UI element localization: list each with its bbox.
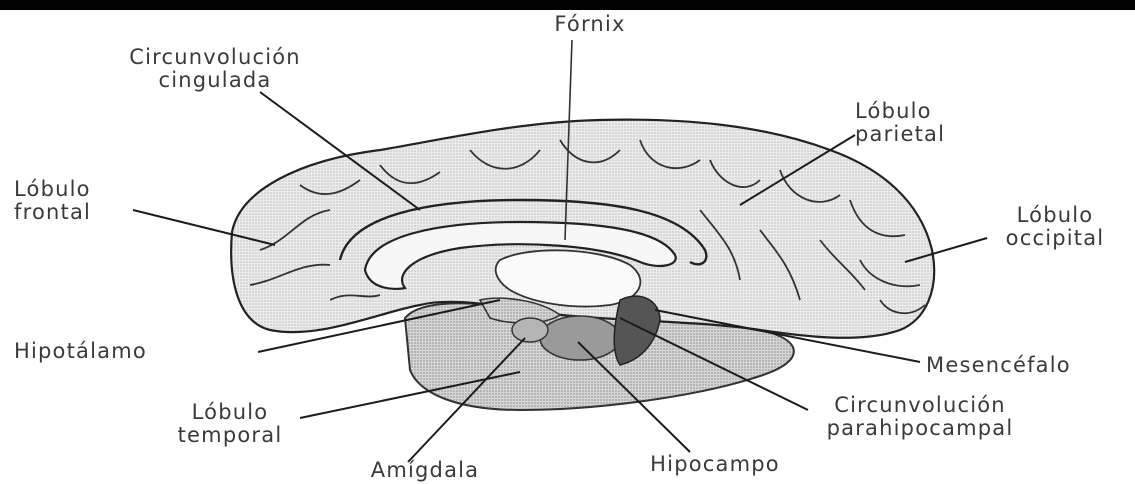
label-midbrain: Mesencéfalo xyxy=(926,354,1071,377)
label-parahippocampal-line1: Circunvolución xyxy=(800,394,1040,417)
label-temporal-line1: Lóbulo xyxy=(160,401,300,424)
label-hippocampus: Hipocampo xyxy=(640,453,790,476)
label-cingulate-line2: cingulada xyxy=(90,69,340,92)
amygdala-shape xyxy=(512,318,548,342)
label-occipital-line1: Lóbulo xyxy=(985,204,1125,227)
label-frontal-line1: Lóbulo xyxy=(14,178,91,201)
label-cingulate-line1: Circunvolución xyxy=(90,46,340,69)
label-parietal-line1: Lóbulo xyxy=(855,100,932,123)
label-amygdala: Amígdala xyxy=(360,459,490,482)
label-occipital-line2: occipital xyxy=(985,227,1125,250)
label-frontal-line2: frontal xyxy=(14,201,91,224)
label-fornix: Fórnix xyxy=(535,13,645,36)
hippocampus-shape xyxy=(540,316,620,360)
label-hypothalamus: Hipotálamo xyxy=(14,340,147,363)
label-temporal-line2: temporal xyxy=(160,424,300,447)
label-parahippocampal-line2: parahipocampal xyxy=(800,417,1040,440)
label-parietal-line2: parietal xyxy=(855,123,945,146)
